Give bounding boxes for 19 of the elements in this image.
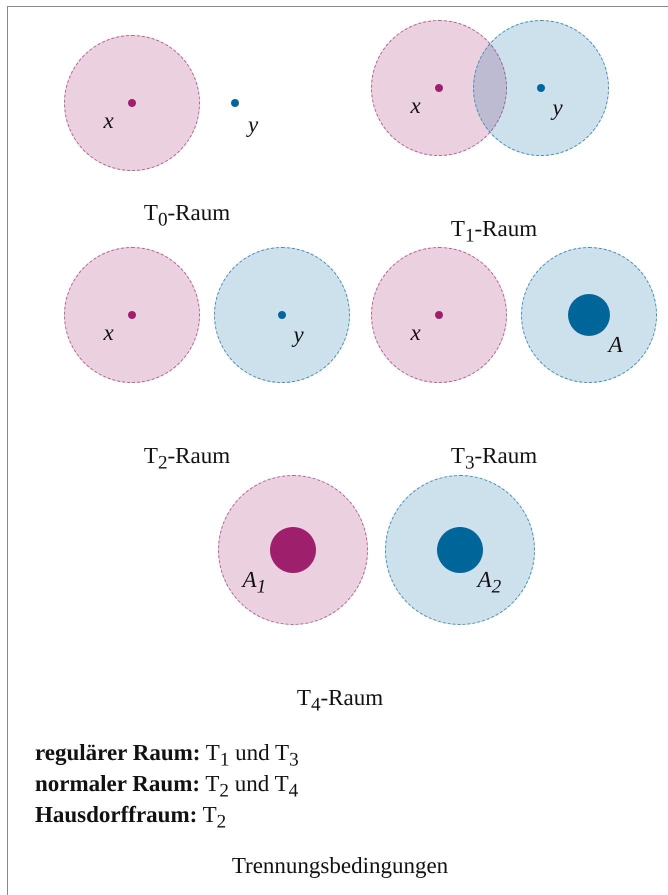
point-label: A	[608, 332, 623, 356]
point-label: y	[294, 322, 304, 346]
point-label: x	[104, 108, 114, 132]
space-type-label: T$_{1}$-Raum	[450, 216, 538, 247]
definition-line: regulärer Raum: T$_{1}$ und T$_{3}$	[35, 740, 299, 771]
point-label: x	[104, 320, 114, 344]
space-type-label: T$_{0}$-Raum	[144, 200, 230, 231]
space-type-label: T$_{3}$-Raum	[450, 443, 538, 474]
point-label: x	[410, 94, 421, 116]
space-type-label: T$_{2}$-Raum	[144, 443, 230, 474]
point-label: y	[552, 96, 563, 118]
point-label: A$_{2}$	[478, 568, 502, 596]
space-type-label: T$_{4}$-Raum	[296, 685, 384, 716]
point-label: A$_{1}$	[242, 568, 266, 596]
definition-line: Hausdorffraum: T$_{2}$	[35, 802, 226, 833]
point-label: y	[248, 112, 258, 138]
point-label: x	[410, 320, 421, 344]
definition-line: normaler Raum: T$_{2}$ und T$_{4}$	[35, 771, 298, 802]
caption: Trennungsbedingungen	[232, 853, 448, 878]
